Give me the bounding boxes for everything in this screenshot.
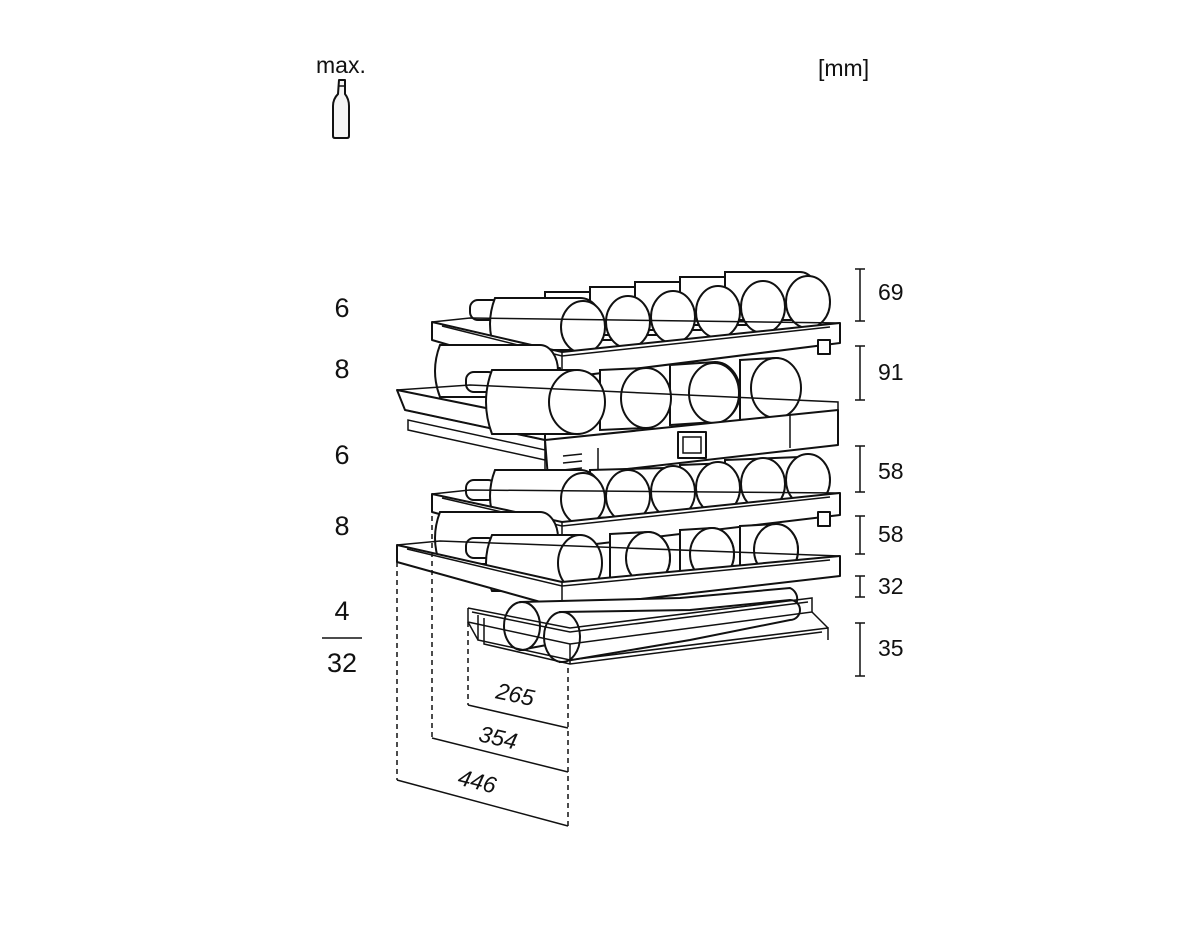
height-dim-5: 32 — [855, 573, 904, 599]
height-dim-3: 58 — [855, 445, 904, 493]
shelf-4 — [396, 511, 841, 609]
wine-bottle-icon — [332, 79, 350, 139]
depth-dim-3-label: 446 — [456, 764, 500, 799]
bottom-wire-basket — [467, 586, 829, 665]
depth-dim-3: 446 — [396, 764, 569, 827]
height-dim-4: 58 — [855, 515, 904, 555]
height-dim-1-label: 69 — [878, 279, 904, 305]
shelf-2 — [396, 344, 839, 479]
depth-dim-2: 354 — [431, 720, 569, 773]
basket-bottles — [503, 586, 801, 664]
shelf-1 — [431, 271, 841, 383]
shelf-1-capacity: 6 — [334, 293, 349, 323]
height-dim-6: 35 — [855, 622, 904, 677]
bottom-capacity-numerator: 4 — [334, 596, 349, 626]
height-dim-2: 91 — [855, 345, 904, 401]
shelf-2-front-bottles — [485, 356, 802, 435]
height-dim-5-label: 32 — [878, 573, 904, 599]
depth-dim-1-label: 265 — [493, 677, 537, 711]
shelf-4-capacity: 8 — [334, 511, 349, 541]
bottom-capacity-denominator: 32 — [327, 648, 357, 678]
shelf-3-capacity: 6 — [334, 440, 349, 470]
unit-label: [mm] — [818, 55, 869, 81]
height-dim-1: 69 — [855, 268, 904, 322]
height-dim-4-label: 58 — [878, 521, 904, 547]
height-dim-6-label: 35 — [878, 635, 904, 661]
depth-dim-2-label: 354 — [477, 720, 520, 754]
display-panel-icon — [677, 431, 707, 459]
height-dim-3-label: 58 — [878, 458, 904, 484]
max-label: max. — [316, 52, 366, 78]
shelf-2-capacity: 8 — [334, 354, 349, 384]
height-dimensions: 69 91 58 58 32 — [855, 268, 904, 677]
height-dim-2-label: 91 — [878, 359, 904, 385]
